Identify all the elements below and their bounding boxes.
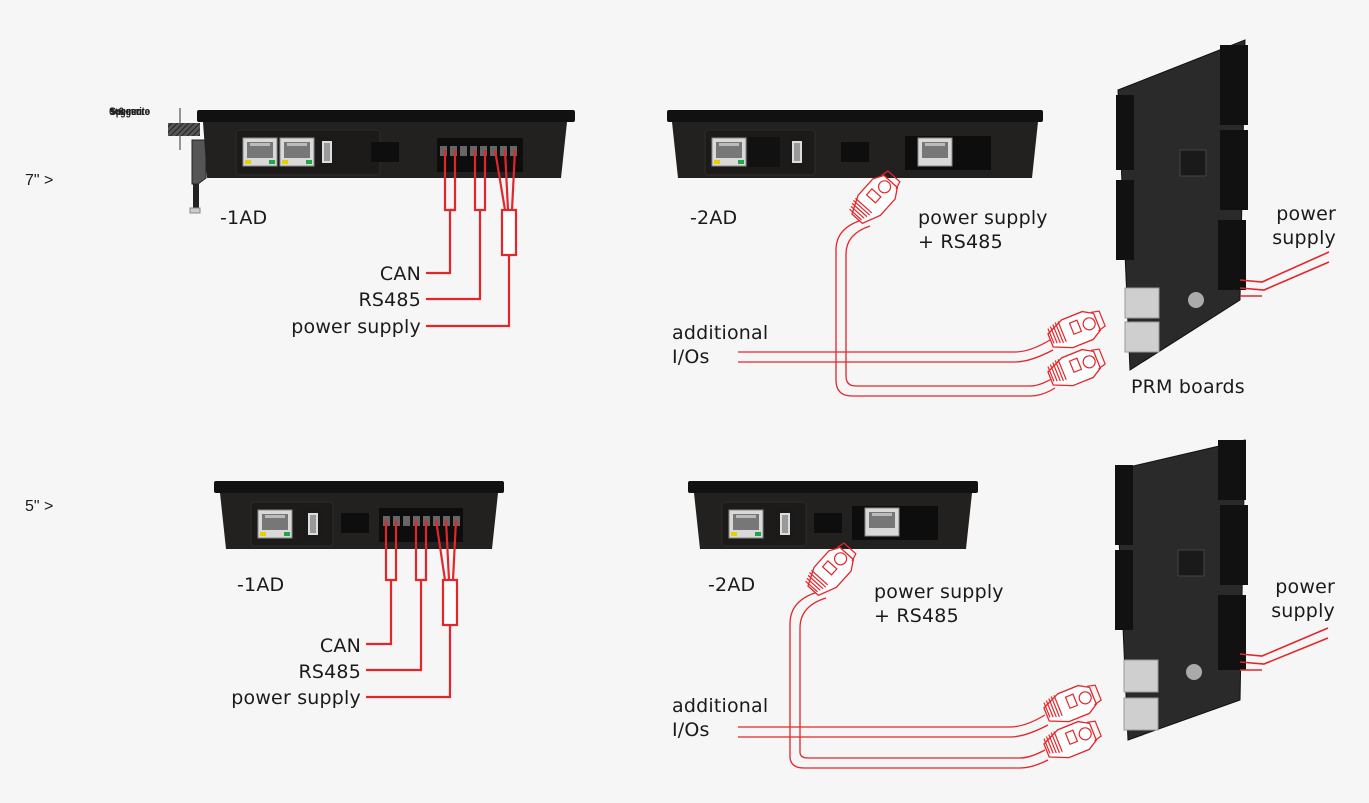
connection-power-supply: power supply xyxy=(291,316,421,338)
rj45-plug-icon xyxy=(1044,342,1109,394)
connection-line: power supply xyxy=(874,581,1004,603)
device-7in-2ad xyxy=(667,110,1043,178)
additional-ios-label: additional I/Os xyxy=(672,694,768,742)
additional-line: I/Os xyxy=(672,346,710,368)
panel-mount-bracket xyxy=(168,108,207,214)
model-label-7in-1ad: -1AD xyxy=(220,207,268,229)
prm-board-bottom xyxy=(1115,439,1248,741)
connection-power-supply: power supply xyxy=(231,687,361,709)
additional-ios-label: additional I/Os xyxy=(672,321,768,369)
device-7in-1ad xyxy=(197,110,575,178)
thickness-line: suggerito xyxy=(110,106,151,118)
connection-line: power supply xyxy=(918,207,1048,229)
additional-line: I/Os xyxy=(672,719,710,741)
model-label-5in-2ad: -2AD xyxy=(708,574,756,596)
prm-boards-label: PRM boards xyxy=(1131,376,1245,398)
board-power-line: power xyxy=(1275,576,1335,598)
terminal-block-7in xyxy=(440,146,517,156)
rj45-plug-icon xyxy=(1040,714,1105,766)
connection-power-rs485: power supply + RS485 xyxy=(918,206,1048,254)
connection-line: + RS485 xyxy=(874,605,959,627)
board-power-wire-7in xyxy=(1239,251,1330,297)
size-label-5in: 5" > xyxy=(25,498,54,515)
connection-power-rs485: power supply + RS485 xyxy=(874,580,1004,628)
device-5in-1ad xyxy=(214,481,504,549)
size-label-7in: 7" > xyxy=(25,172,54,189)
model-label-5in-1ad: -1AD xyxy=(237,574,285,596)
device-5in-2ad xyxy=(688,481,978,549)
thickness-line: 0÷8 mm xyxy=(109,106,142,118)
wires-5in-1ad xyxy=(366,519,459,699)
connection-rs485: RS485 xyxy=(298,661,361,683)
connection-rs485: RS485 xyxy=(358,289,421,311)
board-power-line: supply xyxy=(1272,227,1336,249)
additional-line: additional xyxy=(672,322,769,344)
prm-board-top xyxy=(1116,39,1248,371)
board-power-line: power xyxy=(1276,203,1336,225)
board-power-wire-5in xyxy=(1239,627,1329,671)
wires-7in-1ad xyxy=(426,149,518,328)
connection-line: + RS485 xyxy=(918,231,1003,253)
connection-can: CAN xyxy=(319,635,361,657)
connection-can: CAN xyxy=(379,263,421,285)
board-power-label: power supply xyxy=(1271,575,1335,623)
rj45-plug-icon xyxy=(1044,304,1109,356)
thickness-line: Spessore xyxy=(109,106,150,118)
board-power-label: power supply xyxy=(1272,202,1336,250)
board-power-line: supply xyxy=(1271,600,1335,622)
additional-line: additional xyxy=(672,695,769,717)
cables-5in-2ad xyxy=(738,591,1049,769)
cables-7in-2ad xyxy=(738,219,1056,397)
model-label-7in-2ad: -2AD xyxy=(690,207,738,229)
